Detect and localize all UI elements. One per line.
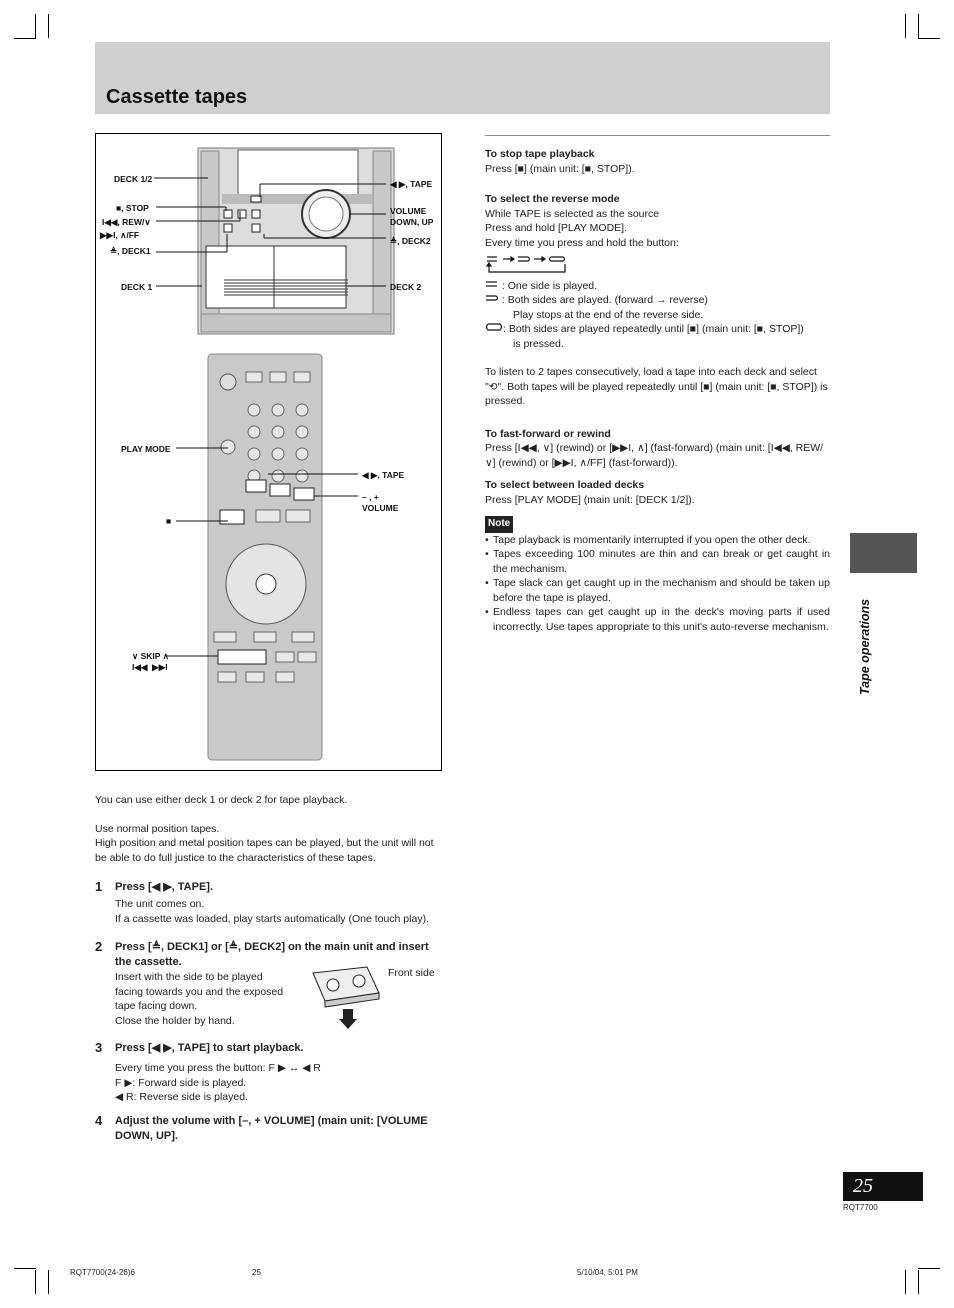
doc-code: RQT7700 (843, 1203, 878, 1212)
mode-both-text: : Both sides are played. (forward → reve… (501, 294, 708, 306)
label-ff: ▶▶I, ∧/FF (100, 230, 140, 240)
step-3-line: ◀ R: Reverse side is played. (115, 1091, 248, 1103)
consecutive-text: To listen to 2 tapes consecutively, load… (485, 366, 828, 407)
label-remote-volume: – , + VOLUME (362, 492, 399, 513)
mode-repeat: : Both sides are played repeatedly until… (485, 322, 830, 337)
select-deck-text: Press [PLAY MODE] (main unit: [DECK 1/2]… (485, 493, 695, 506)
cassette-insert-illustration (312, 966, 380, 1029)
intro-p3: High position and metal position tapes c… (95, 837, 434, 864)
section-tab (850, 533, 917, 573)
step-3-line: F ▶: Forward side is played. (115, 1076, 247, 1089)
label-deck2-eject: ≜, DECK2 (390, 236, 431, 246)
crop-mark (14, 38, 36, 39)
page-number: 25 (843, 1172, 923, 1201)
step-1-line: The unit comes on. (115, 898, 205, 910)
label-remote-tape: ◀ ▶, TAPE (362, 470, 405, 480)
crop-mark (48, 1270, 49, 1294)
mode-both-sides: : Both sides are played. (forward → reve… (485, 293, 830, 308)
label-deck1: DECK 1 (121, 282, 153, 292)
intro-p2: Use normal position tapes. (95, 822, 220, 835)
intro-text: You can use either deck 1 or deck 2 for … (95, 793, 440, 865)
section-tab-label: Tape operations (858, 598, 872, 695)
label-tape: ◀ ▶, TAPE (390, 179, 433, 189)
ff-text: Press [I◀◀, ∨] (rewind) or [▶▶I, ∧] (fas… (485, 442, 824, 469)
reverse-line: Press and hold [PLAY MODE]. (485, 222, 628, 234)
footer-right: 5/10/04, 5:01 PM (577, 1268, 638, 1277)
footer-center: 25 (252, 1268, 261, 1277)
crop-mark (905, 14, 906, 38)
mode-both-line2: Play stops at the end of the reverse sid… (513, 308, 704, 321)
footer-left: RQT7700(24-26)6 (70, 1268, 135, 1277)
remote-control-illustration (207, 353, 323, 761)
mode-repeat-text: : Both sides are played repeatedly until… (503, 323, 804, 335)
step-2-line: Close the holder by hand. (115, 1014, 235, 1027)
page-title: Cassette tapes (106, 86, 248, 108)
step-2-number: 2 (95, 939, 103, 954)
crop-mark (48, 14, 49, 38)
crop-mark (918, 14, 919, 38)
mode-one-text: : One side is played. (501, 279, 598, 292)
repeat-icon (485, 323, 503, 331)
crop-mark (35, 14, 36, 38)
mode-cycle-icon (485, 255, 566, 273)
step-2-title: Press [≜, DECK1] or [≜, DECK2] on the ma… (115, 941, 429, 968)
column-rule (485, 135, 830, 136)
notes-list: Tape playback is momentarily interrupted… (485, 533, 830, 635)
step-2-line: facing towards you and the exposed (115, 985, 284, 998)
mode-one-side: : One side is played. (485, 279, 830, 294)
intro-p1: You can use either deck 1 or deck 2 for … (95, 794, 348, 806)
step-3-title: Press [◀ ▶, TAPE] to start playback. (115, 1042, 304, 1054)
step-3-number: 3 (95, 1040, 103, 1055)
crop-mark (905, 1270, 906, 1294)
front-side-label: Front side (388, 967, 435, 979)
main-unit-illustration (197, 147, 395, 335)
label-deck12: DECK 1/2 (114, 174, 153, 184)
label-deck1-eject: ≜, DECK1 (110, 246, 151, 256)
step-3-body: Every time you press the button: F ▶ ↔ ◀… (115, 1061, 445, 1105)
crop-mark (918, 1268, 940, 1269)
crop-mark (14, 1268, 36, 1269)
header-band: Cassette tapes (95, 42, 830, 114)
leader-lines (154, 177, 386, 657)
right-column: To stop tape playback Press [■] (main un… (485, 147, 830, 634)
step-1-line: If a cassette was loaded, play starts au… (115, 912, 429, 925)
step-2-line: Insert with the side to be played (115, 971, 263, 983)
step-2-line: tape facing down. (115, 1000, 198, 1012)
reverse-line: Every time you press and hold the button… (485, 236, 679, 249)
step-4-title: Adjust the volume with [–, + VOLUME] (ma… (115, 1115, 428, 1142)
note-badge: Note (485, 516, 514, 533)
figure-box: DECK 1/2 ■, STOP I◀◀, REW/∨ ▶▶I, ∧/FF ≜,… (95, 133, 442, 771)
stop-text: Press [■] (main unit: [■, STOP]). (485, 162, 635, 175)
step-4-number: 4 (95, 1113, 103, 1128)
label-skip: ∨ SKIP ∧ I◀◀ ▶▶I (132, 651, 169, 672)
note-item: Tape slack can get caught up in the mech… (485, 576, 830, 605)
stop-heading: To stop tape playback (485, 148, 595, 160)
step-1-body: The unit comes on. If a cassette was loa… (115, 897, 445, 926)
select-deck-heading: To select between loaded decks (485, 479, 645, 491)
step-3-line: Every time you press the button: F ▶ ↔ ◀… (115, 1062, 321, 1074)
label-rew: I◀◀, REW/∨ (102, 217, 151, 227)
label-volume: VOLUME DOWN, UP (390, 206, 434, 227)
both-sides-icon (486, 295, 499, 301)
label-stop: ■, STOP (116, 203, 149, 213)
step-1-title: Press [◀ ▶, TAPE]. (115, 881, 214, 893)
mode-repeat-line2: is pressed. (513, 337, 564, 350)
label-deck2: DECK 2 (390, 282, 422, 292)
ff-heading: To fast-forward or rewind (485, 427, 611, 440)
reverse-line: While TAPE is selected as the source (485, 207, 660, 220)
crop-mark (918, 1270, 919, 1294)
step-2-body: Insert with the side to be played facing… (115, 970, 305, 1028)
label-play-mode: PLAY MODE (121, 444, 171, 454)
note-item: Tape playback is momentarily interrupted… (485, 533, 830, 548)
label-remote-stop: ■ (166, 516, 172, 526)
step-1-number: 1 (95, 879, 103, 894)
crop-mark (918, 38, 940, 39)
reverse-heading: To select the reverse mode (485, 193, 620, 205)
one-side-icon (486, 280, 497, 287)
crop-mark (35, 1270, 36, 1294)
note-item: Tapes exceeding 100 minutes are thin and… (485, 547, 830, 576)
note-item: Endless tapes can get caught up in the d… (485, 605, 830, 634)
